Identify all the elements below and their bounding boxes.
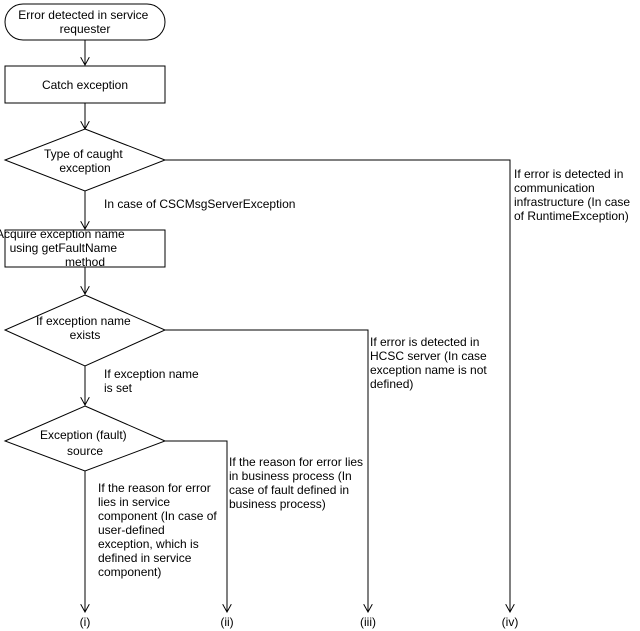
cscmsg-branch-label: In case of CSCMsgServerException (104, 197, 295, 211)
terminal-iv: (iv) (502, 615, 519, 629)
start-label: Error detected in service requester (18, 8, 151, 36)
acquire-label: Acquire exception name using getFaultNam… (0, 227, 128, 269)
arrow-to-terminal-iii (165, 329, 368, 612)
name-decision-label: If exception name exists (36, 314, 134, 342)
hcsc-server-branch-label: If error is detected in HCSC server (In … (370, 335, 490, 391)
source-decision-label: Exception (fault) source (40, 428, 130, 458)
arrow-to-terminal-ii (165, 440, 227, 612)
connector-lines (85, 40, 510, 612)
type-decision-label: Type of caught exception (44, 147, 126, 175)
business-process-branch-label: If the reason for error lies in business… (229, 455, 366, 511)
service-component-branch-label: If the reason for error lies in service … (98, 481, 220, 579)
fault-source-decision (3, 405, 167, 472)
name-set-branch-label: If exception name is set (104, 367, 202, 395)
comm-infra-branch-label: If error is detected in communication in… (514, 167, 633, 223)
type-of-exception-decision (3, 128, 167, 192)
terminal-ii: (ii) (220, 615, 233, 629)
catch-exception-label: Catch exception (42, 78, 128, 92)
start-terminator (4, 3, 166, 41)
catch-exception-box (4, 65, 166, 104)
terminal-i: (i) (80, 615, 91, 629)
terminal-iii: (iii) (360, 615, 376, 629)
exception-name-exists-decision (3, 294, 167, 367)
arrow-to-terminal-iv (165, 159, 510, 612)
acquire-exception-name-box (4, 229, 166, 268)
